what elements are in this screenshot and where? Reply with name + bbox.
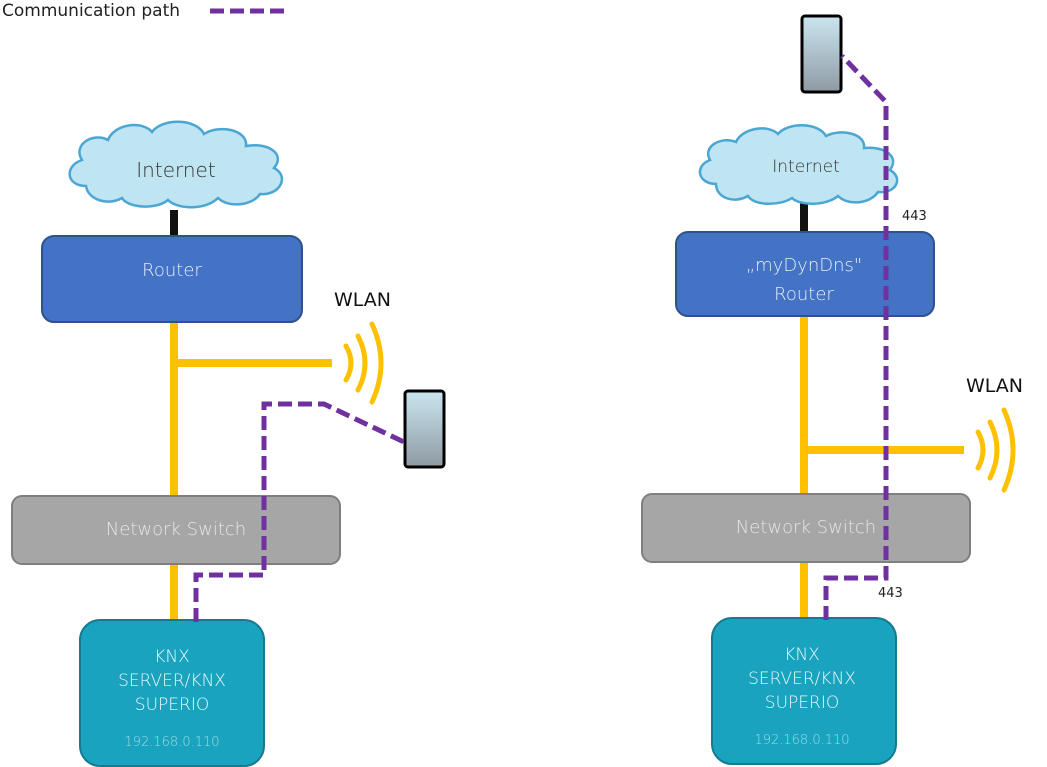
left-knx-box (79, 619, 265, 767)
legend-label: Communication path (2, 1, 180, 21)
left-knx-line3: SUPERIO (135, 695, 209, 715)
right-knx-line3: SUPERIO (765, 693, 839, 713)
left-wlan-label: WLAN (334, 289, 391, 311)
legend: Communication path (2, 1, 287, 21)
right-router-box (675, 231, 935, 317)
left-wlan-waves-icon (343, 321, 384, 405)
left-switch-box (11, 495, 341, 565)
right-internet-label: Internet (772, 157, 840, 177)
left-switch-label: Network Switch (106, 519, 246, 540)
right-diagram: Internet „myDynDns" Router WLAN Network … (641, 14, 1023, 765)
right-knx-box (711, 617, 897, 765)
left-knx-line1: KNX (154, 647, 190, 667)
left-router-label: Router (142, 260, 202, 281)
right-knx-ip: 192.168.0.110 (754, 733, 849, 748)
right-communication-path (823, 54, 889, 620)
right-wlan-waves-icon (975, 407, 1016, 493)
left-internet-cloud (68, 120, 284, 209)
right-wlan-label: WLAN (966, 375, 1023, 397)
right-knx-line2: SERVER/KNX (748, 669, 856, 689)
right-port-label-top: 443 (902, 209, 927, 224)
right-router-line2: Router (774, 284, 834, 305)
left-communication-path (193, 401, 406, 622)
left-phone-icon (403, 389, 446, 469)
right-phone-icon (800, 14, 843, 94)
right-port-label-bottom: 443 (878, 586, 903, 601)
left-knx-line2: SERVER/KNX (118, 671, 226, 691)
right-knx-line1: KNX (784, 645, 820, 665)
left-diagram: Internet Router WLAN Network Switch KNX … (11, 120, 446, 767)
left-internet-label: Internet (136, 158, 215, 182)
left-router-box (41, 235, 303, 323)
right-switch-label: Network Switch (736, 517, 876, 538)
right-router-line1: „myDynDns" (746, 255, 862, 276)
left-knx-ip: 192.168.0.110 (124, 735, 219, 750)
